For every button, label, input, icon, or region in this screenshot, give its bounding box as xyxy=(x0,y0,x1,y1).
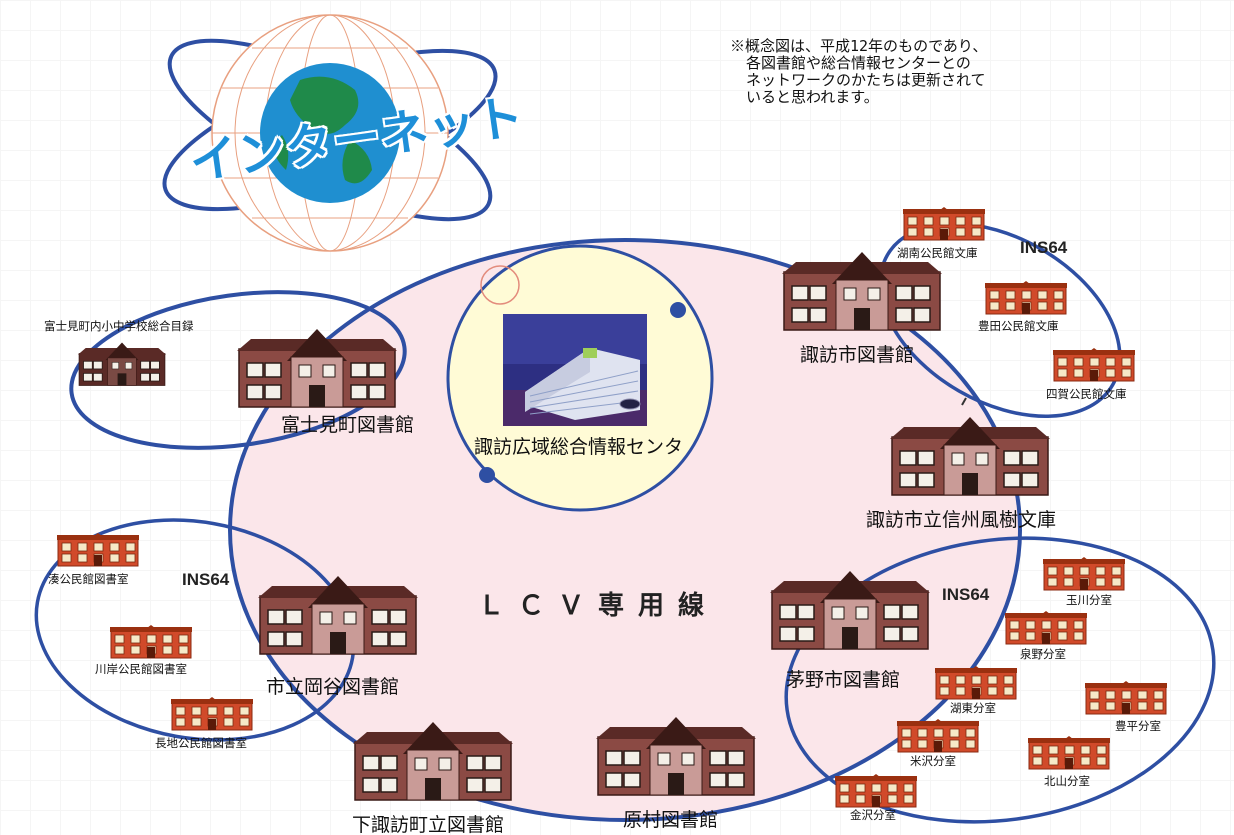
center-building-image xyxy=(503,314,647,426)
branch-kawagishi-label: 川岸公民館図書室 xyxy=(95,662,187,676)
center-ring-accent xyxy=(480,265,520,305)
suwa-library-label: 諏訪市図書館 xyxy=(800,344,915,366)
branch-yonezawa-label: 米沢分室 xyxy=(910,754,956,768)
node-dot-1 xyxy=(670,302,686,318)
kawagishi-branch-building xyxy=(110,625,192,663)
shinshu-library-building xyxy=(890,415,1050,501)
note-line-1: ※概念図は、平成12年のものであり、 xyxy=(730,37,988,55)
ins64-suwa-label: INS64 xyxy=(1020,238,1068,257)
note-line-3: ネットワークのかたちは更新されて xyxy=(746,71,986,89)
branch-kitayama-label: 北山分室 xyxy=(1044,774,1090,788)
branch-toyota-label: 豊田公民館文庫 xyxy=(978,319,1059,333)
shimosuwa-library-label: 下諏訪町立図書館 xyxy=(352,814,505,835)
fujimi-catalog-building xyxy=(78,338,166,394)
internet-globe xyxy=(162,14,498,252)
fujimi-catalog-label: 富士見町内小中学校総合目録 xyxy=(44,319,194,333)
yonezawa-branch-building xyxy=(897,719,979,757)
branch-kanazawa-label: 金沢分室 xyxy=(850,808,896,822)
minato-branch-building xyxy=(57,533,139,571)
toyohira-branch-building xyxy=(1085,681,1167,719)
shiga-branch-building xyxy=(1053,348,1135,386)
branch-konan-label: 湖南公民館文庫 xyxy=(897,246,978,260)
okaya-library-building xyxy=(258,574,418,660)
node-dot-2 xyxy=(479,467,495,483)
tamagawa-branch-building xyxy=(1043,557,1125,595)
haramura-library-building xyxy=(596,715,756,801)
fujimi-loop xyxy=(69,290,407,450)
suwa-library-building xyxy=(782,250,942,336)
branch-shiga-label: 四賀公民館文庫 xyxy=(1046,387,1127,401)
konan-branch-building xyxy=(903,207,985,245)
chino-ins64-loop xyxy=(784,536,1216,824)
fujimi-library-label: 富士見町図書館 xyxy=(281,414,415,436)
okaya-ins64-loop xyxy=(34,518,356,742)
shimosuwa-library-building xyxy=(353,720,513,806)
note: ※概念図は、平成12年のものであり、 各図書館や総合情報センターとの ネットワー… xyxy=(730,38,987,106)
branch-minato-label: 湊公民館図書室 xyxy=(48,572,129,586)
ins64-okaya-label: INS64 xyxy=(182,570,230,589)
chino-library-building xyxy=(770,569,930,655)
branch-toyohira-label: 豊平分室 xyxy=(1115,719,1161,733)
toyota-branch-building xyxy=(985,281,1067,319)
haramura-library-label: 原村図書館 xyxy=(623,809,719,831)
branch-koto-label: 湖東分室 xyxy=(950,701,996,715)
kitayama-branch-building xyxy=(1028,736,1110,774)
osachi-branch-building xyxy=(171,697,253,735)
center-label: 諏訪広域総合情報センタ xyxy=(474,436,684,458)
fujimi-library-building xyxy=(237,327,397,413)
note-line-2: 各図書館や総合情報センターとの xyxy=(746,54,971,72)
kanazawa-branch-building xyxy=(835,774,917,812)
izumino-branch-building xyxy=(1005,611,1087,649)
ins64-chino-label: INS64 xyxy=(942,585,990,604)
suwa-ins64-loop xyxy=(878,221,1122,419)
lcv-label: ＬＣＶ専用線 xyxy=(478,590,719,620)
okaya-library-label: 市立岡谷図書館 xyxy=(266,676,400,698)
branch-osachi-label: 長地公民館図書室 xyxy=(155,736,247,750)
note-line-4: いると思われます。 xyxy=(746,88,879,106)
branch-tamagawa-label: 玉川分室 xyxy=(1066,593,1112,607)
lcv-backbone-ring xyxy=(228,238,1022,822)
branch-izumino-label: 泉野分室 xyxy=(1020,647,1066,661)
shinshu-library-label: 諏訪市立信州風樹文庫 xyxy=(866,509,1057,531)
koto-branch-building xyxy=(935,666,1017,704)
chino-library-label: 茅野市図書館 xyxy=(786,669,901,691)
